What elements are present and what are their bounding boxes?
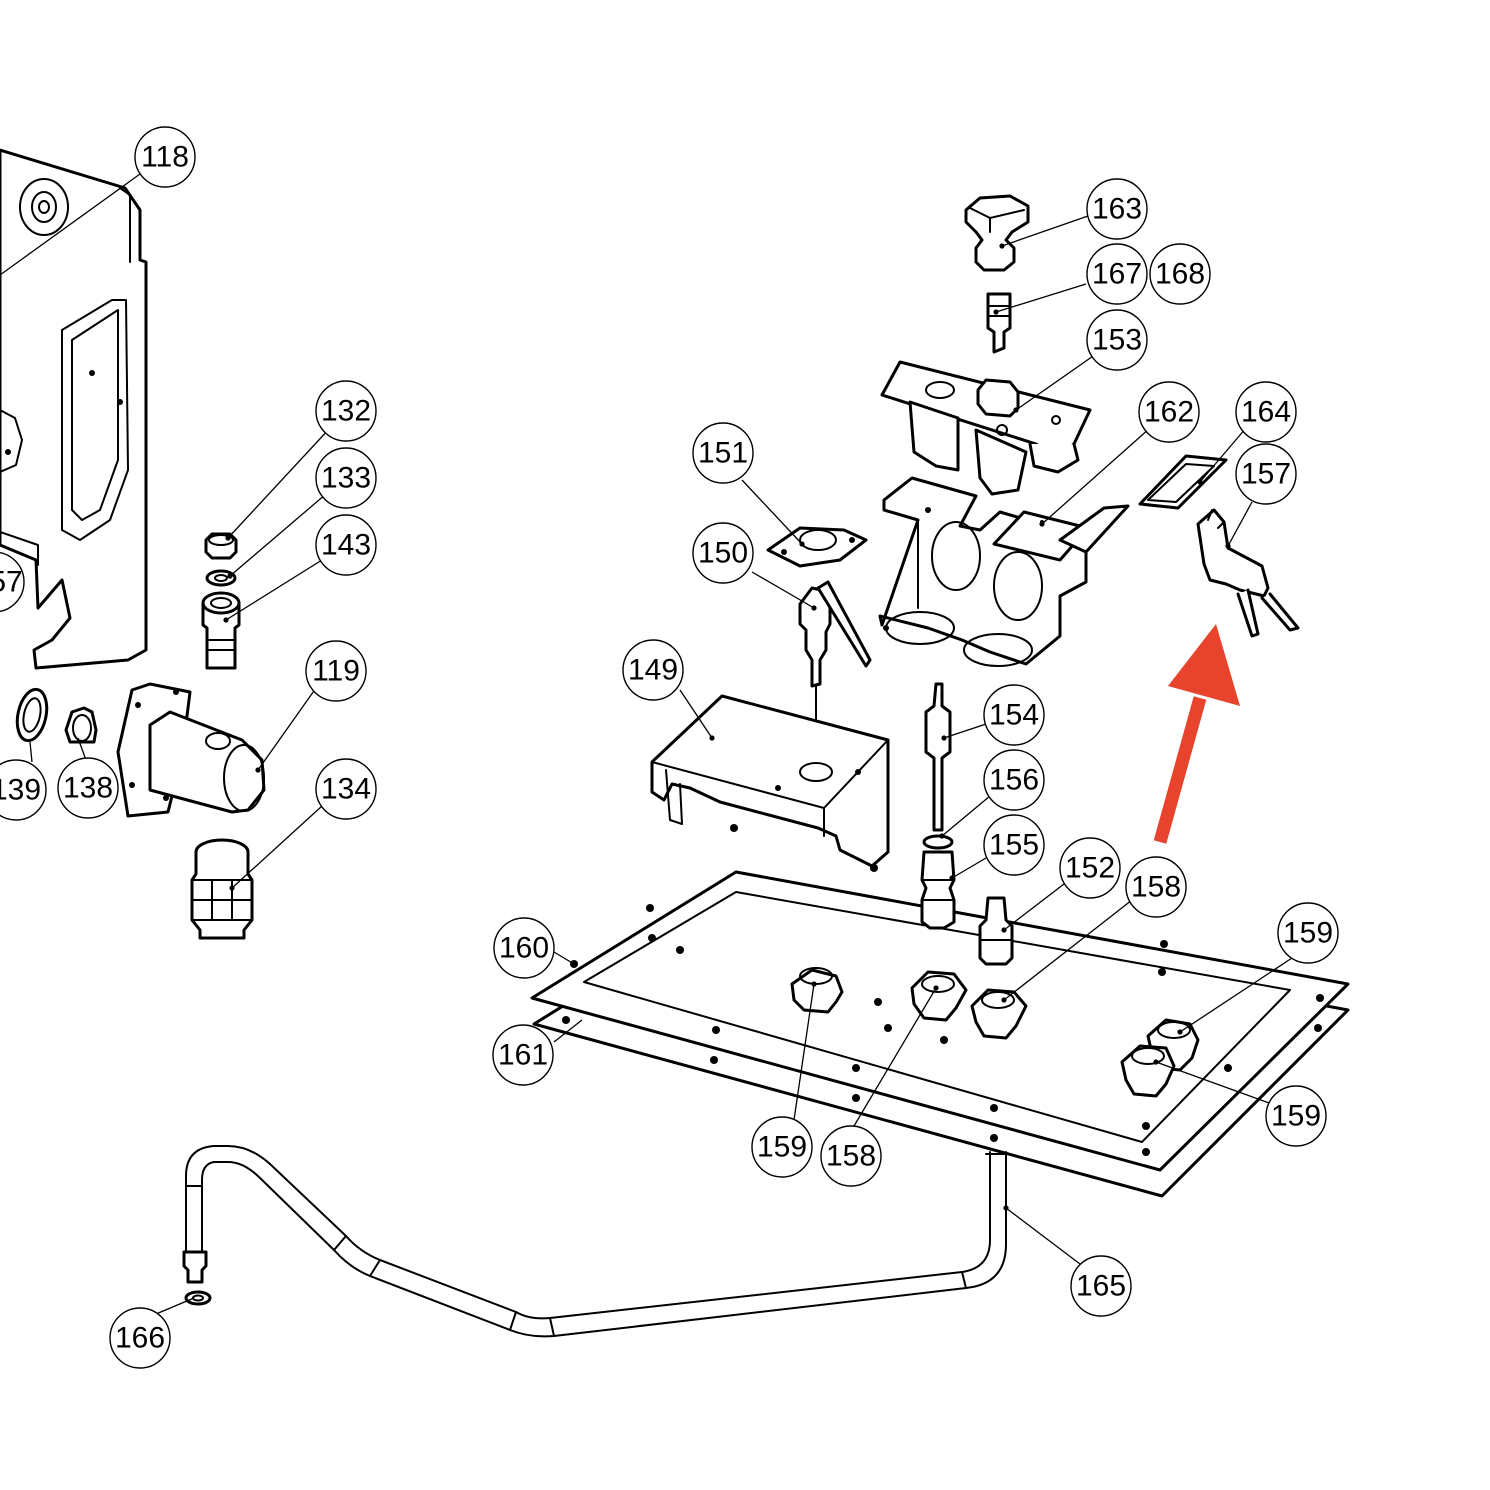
callout-164: 164	[1235, 381, 1297, 443]
part-150-igniter	[798, 580, 872, 729]
callout-157: 157	[1235, 443, 1297, 505]
callout-label: 159	[1283, 917, 1333, 950]
part-163-knob	[964, 194, 1030, 272]
callout-119: 119	[305, 640, 367, 702]
callout-label: 168	[1155, 258, 1205, 291]
part-158-grommet-right	[970, 988, 1028, 1040]
leader-dots	[223, 243, 1231, 1211]
part-165-gas-tube	[182, 1145, 1011, 1338]
part-151-flange	[766, 526, 868, 568]
callout-133: 133	[315, 447, 377, 509]
callout-label: 138	[63, 772, 113, 805]
part-138-bushing	[64, 706, 98, 744]
callout-label: 132	[321, 395, 371, 428]
callout-label: 134	[321, 773, 371, 806]
part-149-cover	[650, 694, 890, 868]
callout-153: 153	[1086, 309, 1148, 371]
part-166-seal-ring	[184, 1290, 212, 1306]
callout-label: 165	[1076, 1270, 1126, 1303]
callout-118: 118	[134, 126, 196, 188]
callout-label: 164	[1241, 396, 1291, 429]
callout-label: 152	[1065, 852, 1115, 885]
part-158-grommet-center	[910, 970, 968, 1022]
callout-143: 143	[315, 514, 377, 576]
callout-label: 150	[698, 537, 748, 570]
part-152-fitting	[978, 896, 1014, 966]
callout-162: 162	[1138, 381, 1200, 443]
callout-label: 157	[1241, 458, 1291, 491]
callout-134: 134	[315, 758, 377, 820]
callout-132: 132	[315, 380, 377, 442]
callout-138: 138	[57, 757, 119, 819]
part-155-nozzle	[920, 850, 956, 930]
callout-149: 149	[622, 639, 684, 701]
callout-163: 163	[1086, 178, 1148, 240]
callout-label: 160	[499, 932, 549, 965]
part-167-pin	[986, 292, 1012, 354]
callout-label: 153	[1092, 324, 1142, 357]
callout-label: 158	[1131, 871, 1181, 904]
callout-label: 154	[989, 699, 1039, 732]
callout-158: 158	[820, 1125, 882, 1187]
part-153-valve-assembly	[880, 360, 1092, 496]
callout-label: 119	[312, 655, 360, 688]
part-159-grommet-front	[1120, 1044, 1176, 1098]
callout-152: 152	[1059, 837, 1121, 899]
part-164-gasket	[1138, 454, 1228, 510]
callout-label: 118	[141, 141, 189, 174]
leader-lines	[0, 173, 1293, 1315]
part-159-grommet-left	[790, 967, 844, 1014]
callout-139: 139	[0, 759, 47, 821]
callout-label: 161	[498, 1039, 548, 1072]
callout-label: 143	[321, 529, 371, 562]
callout-label: 158	[826, 1140, 876, 1173]
part-134-connector	[190, 838, 254, 940]
callout-168: 168	[1149, 243, 1211, 305]
callout-151: 151	[692, 422, 754, 484]
callout-label: 159	[757, 1131, 807, 1164]
callout-158: 158	[1125, 856, 1187, 918]
callout-label: 57	[0, 566, 23, 599]
red-up-arrow-icon	[1153, 624, 1240, 844]
callout-label: 162	[1144, 396, 1194, 429]
part-143-fitting	[201, 591, 241, 670]
callout-label: 166	[115, 1322, 165, 1355]
callout-161: 161	[492, 1024, 554, 1086]
callout-label: 133	[321, 462, 371, 495]
callout-159: 159	[1265, 1085, 1327, 1147]
callout-57: 57	[0, 551, 25, 613]
callout-label: 151	[698, 437, 748, 470]
callout-159: 159	[1277, 902, 1339, 964]
callout-167: 167	[1086, 243, 1148, 305]
callout-label: 159	[1271, 1100, 1321, 1133]
housing-118	[0, 148, 148, 670]
callout-159: 159	[751, 1116, 813, 1178]
callout-155: 155	[983, 814, 1045, 876]
callout-160: 160	[493, 917, 555, 979]
callout-156: 156	[983, 749, 1045, 811]
callout-label: 163	[1092, 193, 1142, 226]
part-156-seal	[922, 834, 954, 850]
part-154-injector-rod	[924, 682, 952, 832]
part-119-valve	[116, 682, 266, 818]
callout-label: 139	[0, 774, 41, 807]
callout-165: 165	[1070, 1255, 1132, 1317]
callout-label: 156	[989, 764, 1039, 797]
part-157-thermocouple	[1196, 508, 1300, 638]
part-139-ring	[15, 687, 49, 743]
callout-label: 155	[989, 829, 1039, 862]
callout-166: 166	[109, 1307, 171, 1369]
callout-label: 149	[628, 654, 678, 687]
callout-154: 154	[983, 684, 1045, 746]
part-132-screw	[204, 532, 238, 560]
callout-label: 167	[1092, 258, 1142, 291]
part-162-bracket	[878, 476, 1130, 667]
callout-150: 150	[692, 522, 754, 584]
